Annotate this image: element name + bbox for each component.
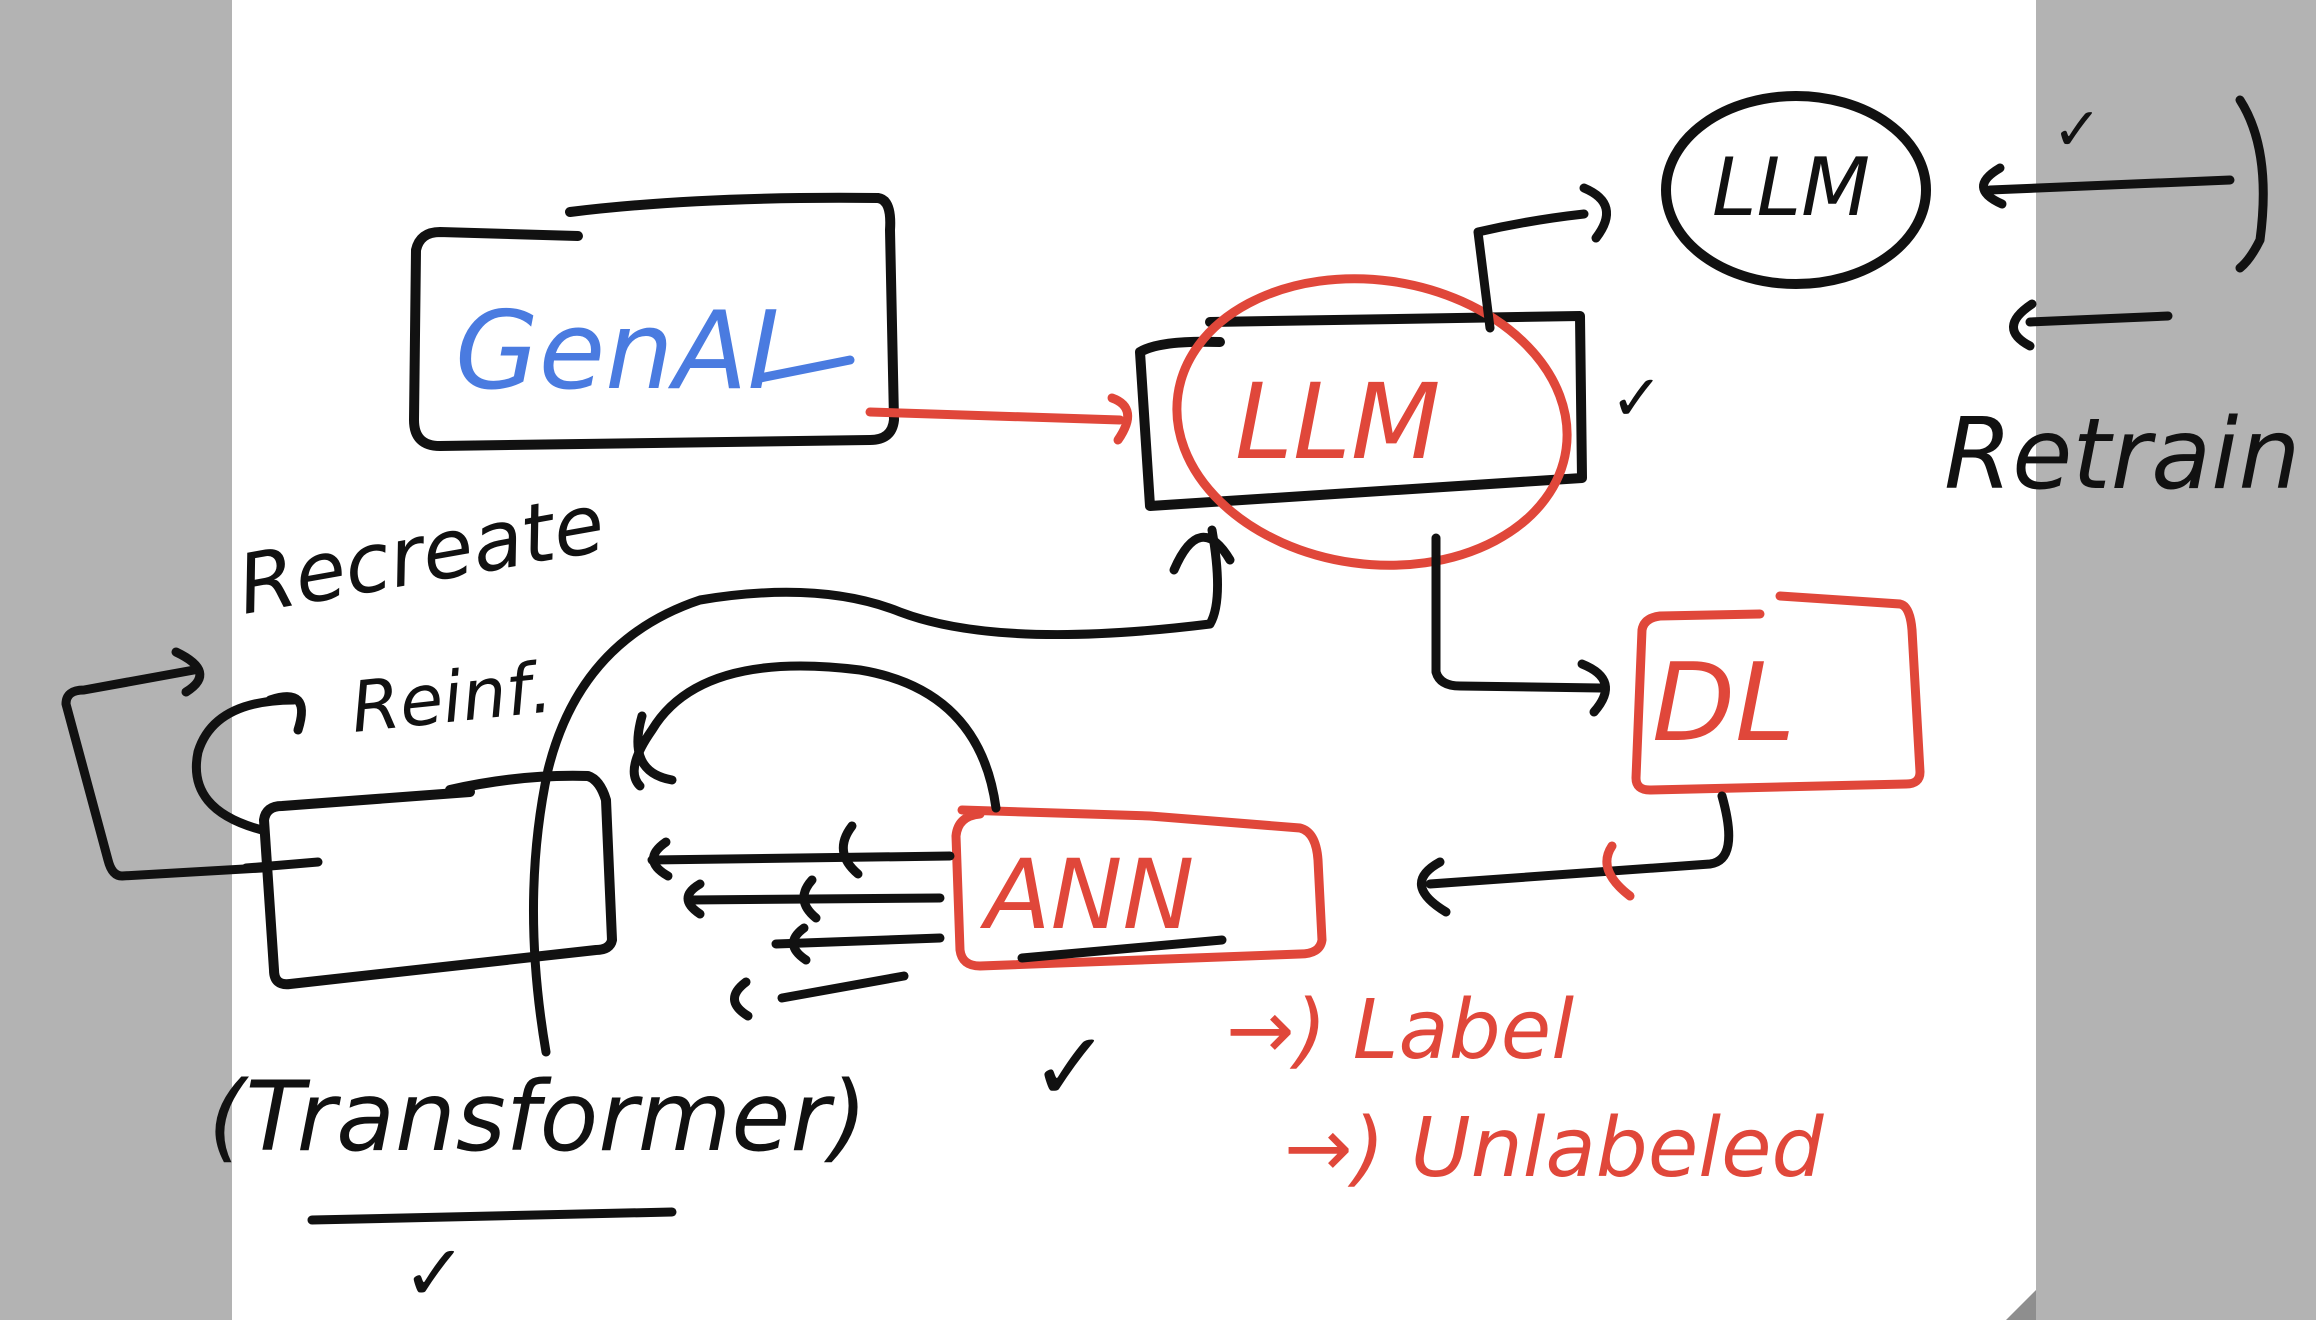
reinf-loop-outer	[61, 665, 267, 881]
page-corner-fold	[2006, 1290, 2036, 1320]
dl-to-ann-connector	[1425, 791, 1734, 889]
genai-to-llm-arrowhead	[1107, 393, 1132, 445]
ann-to-transformer-arc-arrowhead	[633, 711, 677, 785]
reinf-loop-outer-arrowhead	[171, 647, 205, 697]
reinf-label: Reinf.	[347, 646, 556, 749]
retrain-bracket	[2235, 95, 2268, 273]
ann-to-transformer-arc	[629, 661, 1001, 813]
dl-to-ann-red-tick	[1602, 841, 1635, 901]
llm-to-llm-top-connector	[1473, 209, 1589, 333]
reinf-loop-inner-arrowhead	[265, 692, 306, 735]
llm-center-check-icon: ✓	[1610, 362, 1664, 436]
ann-arrowhead-1	[649, 837, 673, 881]
llm-to-dl-connector	[1431, 533, 1605, 693]
ann-box	[951, 805, 1327, 971]
retrain-label: Retrain	[1944, 398, 2301, 512]
genai-to-llm-connector	[865, 407, 1125, 425]
ann-node: ANN	[951, 805, 1327, 971]
llm-top-circle	[1661, 91, 1931, 289]
retrain-bottom-arrowhead	[2009, 299, 2037, 351]
ann-label: ANN	[979, 839, 1194, 951]
data-type-notes: ✓ →) Label →) Unlabeled	[1030, 983, 1825, 1196]
transformer-node: (Transformer) ✓	[208, 770, 867, 1319]
dl-label: DL	[1652, 641, 1795, 766]
transformer-label: (Transformer)	[208, 1061, 867, 1173]
ann-underline	[1017, 935, 1227, 963]
dl-to-ann-arrowhead	[1417, 857, 1451, 917]
retrain-check-icon: ✓	[2052, 95, 2102, 165]
recreate-label: Recreate	[231, 476, 611, 634]
transformer-check-icon: ✓	[402, 1229, 467, 1319]
retrain-bottom-arrow	[2025, 311, 2173, 327]
ann-tick-2	[799, 875, 821, 923]
retrain-top-arrow	[1985, 175, 2235, 195]
genai-node: GenAI	[409, 192, 899, 451]
reinf-loop-inner	[191, 695, 299, 835]
dl-node: DL	[1631, 591, 1925, 795]
transformer-underline	[307, 1207, 677, 1225]
ann-arrowhead-2	[683, 879, 705, 919]
llm-to-dl-arrowhead	[1577, 659, 1610, 717]
genai-label: GenAI	[455, 289, 779, 414]
label-note: →) Label	[1226, 983, 1574, 1078]
genai-box	[409, 192, 899, 451]
llm-center-circle	[1172, 274, 1572, 570]
llm-center-label: LLM	[1235, 361, 1441, 483]
whiteboard-page	[232, 0, 2036, 1320]
ann-arrow-2	[685, 893, 945, 905]
dl-box	[1631, 591, 1925, 795]
ann-tick-1	[838, 821, 863, 879]
transformer-to-llm-curve	[528, 525, 1222, 1057]
llm-top-node: LLM	[1661, 91, 1931, 289]
ann-arrowhead-3	[789, 923, 811, 965]
unlabeled-note: →) Unlabeled	[1284, 1101, 1825, 1196]
ann-to-transformer-arrows	[647, 821, 955, 1021]
ann-check-icon: ✓	[1030, 1011, 1110, 1123]
genai-underline	[755, 355, 855, 383]
transformer-to-llm-arrowhead	[1169, 532, 1235, 575]
ann-arrowhead-4	[730, 977, 753, 1021]
ann-arrow-3	[771, 933, 945, 949]
ann-arrow-4	[777, 971, 909, 1003]
llm-to-llm-top-arrowhead	[1579, 183, 1611, 243]
transformer-box	[259, 770, 617, 990]
retrain-top-arrowhead	[1979, 163, 2007, 209]
ann-arrow-1	[647, 851, 955, 865]
llm-center-node: LLM ✓	[1135, 274, 1664, 570]
llm-top-label: LLM	[1712, 141, 1870, 234]
retrain-loop: ✓ Retrain	[1944, 95, 2301, 512]
reinforcement-loop: Recreate Reinf.	[61, 476, 611, 881]
